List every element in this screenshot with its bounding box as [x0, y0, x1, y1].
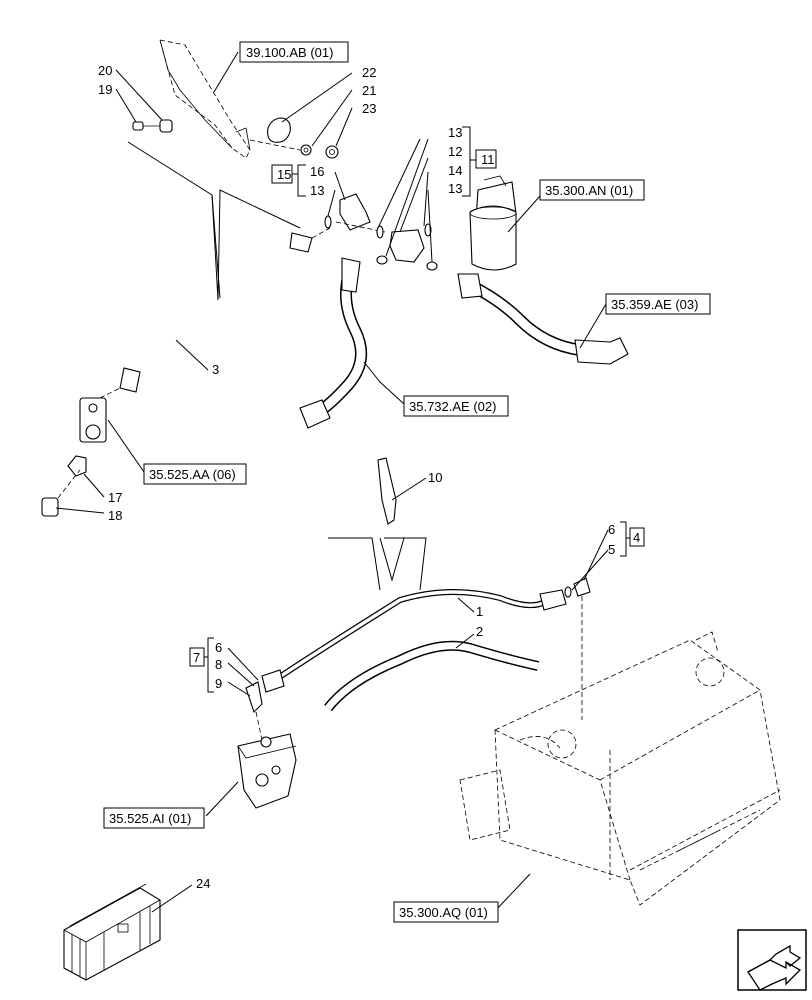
- svg-text:18: 18: [108, 508, 122, 523]
- svg-text:24: 24: [196, 876, 210, 891]
- fitting-5: [573, 577, 591, 720]
- svg-text:35.300.AQ (01): 35.300.AQ (01): [399, 905, 488, 920]
- screw-19: [132, 121, 160, 131]
- svg-text:35.732.AE (02): 35.732.AE (02): [409, 399, 496, 414]
- svg-text:22: 22: [362, 65, 376, 80]
- svg-text:2: 2: [476, 624, 483, 639]
- svg-text:17: 17: [108, 490, 122, 505]
- svg-text:23: 23: [362, 101, 376, 116]
- ref-box-35-300-an[interactable]: 35.300.AN (01): [539, 179, 645, 201]
- svg-text:15: 15: [277, 167, 291, 182]
- hose-2: [324, 640, 540, 712]
- ref-box-35-525-aa[interactable]: 35.525.AA (06): [143, 463, 247, 485]
- hose-3: [119, 227, 331, 393]
- o-ring-13-lower: [376, 255, 388, 265]
- elbow-fitting-16: [335, 193, 386, 233]
- kit-bracket-4: 4: [620, 521, 645, 557]
- strap-10: [377, 457, 397, 525]
- svg-text:20: 20: [98, 63, 112, 78]
- svg-text:3: 3: [212, 362, 219, 377]
- svg-text:13: 13: [310, 183, 324, 198]
- fitting-18: [41, 469, 81, 517]
- filter-35-300-an: [469, 175, 517, 271]
- svg-text:16: 16: [310, 164, 324, 179]
- tank-35-300-aq: [459, 631, 781, 906]
- spacer-20: [159, 119, 173, 133]
- svg-text:35.300.AN (01): 35.300.AN (01): [545, 183, 633, 198]
- clamp-22: [249, 117, 301, 151]
- svg-text:9: 9: [215, 676, 222, 691]
- valve-35-525-ai: [237, 733, 297, 809]
- fitting-9: [245, 681, 263, 741]
- ref-box-39-100-ab[interactable]: 39.100.AB (01): [239, 41, 349, 63]
- next-page-arrow-icon[interactable]: [737, 929, 807, 991]
- svg-text:13: 13: [448, 125, 462, 140]
- washer-21: [300, 144, 312, 156]
- svg-text:6: 6: [215, 640, 222, 655]
- svg-text:8: 8: [215, 657, 222, 672]
- hose-35-359-ae: [457, 273, 629, 365]
- svg-text:4: 4: [633, 530, 640, 545]
- o-ring-13-right: [376, 225, 384, 239]
- svg-text:5: 5: [608, 542, 615, 557]
- svg-text:7: 7: [193, 650, 200, 665]
- svg-text:11: 11: [481, 152, 495, 167]
- svg-text:35.525.AA (06): 35.525.AA (06): [149, 467, 236, 482]
- svg-text:6: 6: [608, 522, 615, 537]
- kit-bracket-11: 11: [462, 126, 497, 197]
- svg-text:39.100.AB (01): 39.100.AB (01): [246, 45, 333, 60]
- kit-bracket-7: 7: [189, 637, 214, 693]
- bracket-39-100-ab: [159, 39, 251, 159]
- hose-1: [261, 588, 567, 693]
- tee-fitting-12: [389, 229, 425, 263]
- hose-35-732-ae: [299, 257, 368, 429]
- ref-box-35-359-ae[interactable]: 35.359.AE (03): [605, 293, 711, 315]
- svg-text:21: 21: [362, 83, 376, 98]
- item-numbers: 20 19 22 21 23 13 12 14 13 16 13 3 17 18…: [98, 63, 615, 891]
- nut-23: [325, 145, 339, 159]
- svg-text:1: 1: [476, 604, 483, 619]
- svg-text:10: 10: [428, 470, 442, 485]
- o-ring-13-far: [426, 261, 438, 271]
- o-ring-14: [424, 223, 432, 237]
- ref-box-35-732-ae[interactable]: 35.732.AE (02): [403, 395, 509, 417]
- svg-text:35.525.AI (01): 35.525.AI (01): [109, 811, 191, 826]
- crate-24: [63, 883, 161, 981]
- kit-bracket-15: 15: [271, 164, 306, 197]
- svg-text:12: 12: [448, 144, 462, 159]
- svg-text:35.359.AE (03): 35.359.AE (03): [611, 297, 698, 312]
- o-ring-6-top: [564, 586, 572, 598]
- bracket-plate-35-525-aa: [79, 387, 121, 443]
- svg-text:19: 19: [98, 82, 112, 97]
- leader-lines: [55, 51, 609, 913]
- ref-box-35-525-ai[interactable]: 35.525.AI (01): [103, 807, 205, 829]
- ref-box-35-300-aq[interactable]: 35.300.AQ (01): [393, 901, 499, 923]
- svg-text:14: 14: [448, 163, 462, 178]
- svg-text:13: 13: [448, 181, 462, 196]
- nut-17: [67, 455, 87, 477]
- o-ring-13-left: [324, 215, 332, 229]
